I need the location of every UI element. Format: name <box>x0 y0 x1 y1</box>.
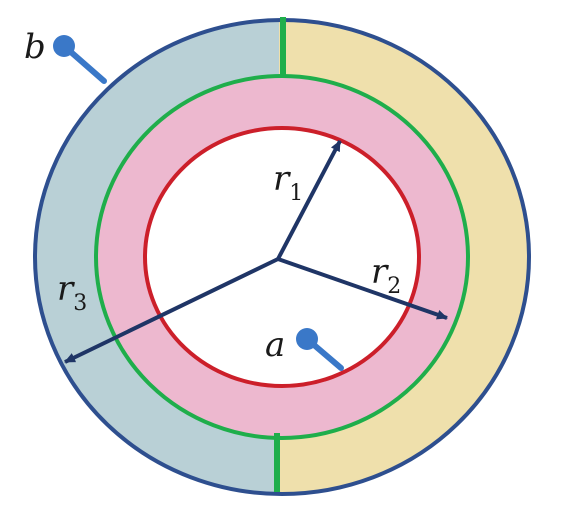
label-a: a <box>265 325 285 365</box>
r2-arrow <box>277 257 448 320</box>
r1-arrow <box>276 140 342 260</box>
label-r3: r3 <box>57 269 87 316</box>
label-r1: r1 <box>273 159 303 206</box>
label-b: b <box>24 27 46 67</box>
label-r2: r2 <box>371 252 401 299</box>
terminal-a-node <box>296 328 318 350</box>
inner-region <box>145 128 419 386</box>
inner-boundary-circle <box>143 126 421 388</box>
terminal-b-node <box>53 35 75 57</box>
r3-arrow <box>64 257 279 364</box>
